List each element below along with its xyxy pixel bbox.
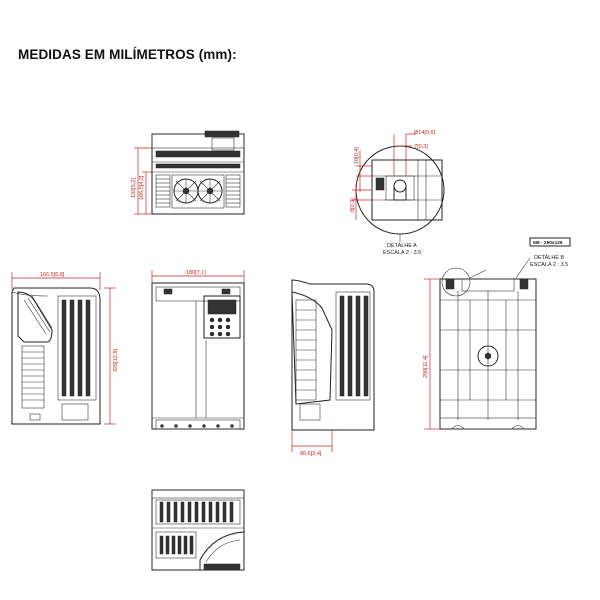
detail-a: [352, 133, 445, 242]
detail-a-d1: Ø14[0,6]: [414, 130, 436, 136]
back-view: [424, 257, 537, 430]
detail-b: [529, 237, 571, 247]
right-side-view: [291, 279, 375, 452]
detail-a-caption-1: DETALHE A: [387, 243, 417, 249]
detail-a-d2: 7[0,3]: [414, 144, 428, 150]
detail-a-caption-2: ESCALA 2 : 3.5: [383, 250, 421, 256]
top-view: [134, 130, 245, 215]
detail-b-tag: M8 - 290x126: [533, 240, 563, 246]
dim-depth-right: 86,6[3,4]: [300, 451, 322, 457]
detail-a-d4: 8[0,3]: [350, 198, 356, 212]
dim-width-side: 166,5[6,6]: [40, 272, 65, 278]
detail-b-caption-1: DETALHE B: [534, 255, 564, 261]
front-view: [151, 270, 245, 430]
dim-width-front: 180[7,1]: [186, 270, 206, 276]
detail-b-caption-2: ESCALA 2 : 3.5: [530, 262, 568, 268]
detail-a-d3: 10[0,4]: [354, 147, 360, 164]
dim-height-back: 290[11,4]: [423, 355, 429, 378]
dim-height-side: 326[12,8]: [113, 349, 119, 372]
dim-top-height-total: 132[5,2]: [131, 178, 137, 198]
page-title: MEDIDAS EM MILÍMETROS (mm):: [18, 47, 237, 62]
left-side-view: [11, 272, 116, 425]
bottom-view: [151, 489, 245, 571]
dim-top-height-inner: 106,5[4,2]: [139, 175, 145, 200]
